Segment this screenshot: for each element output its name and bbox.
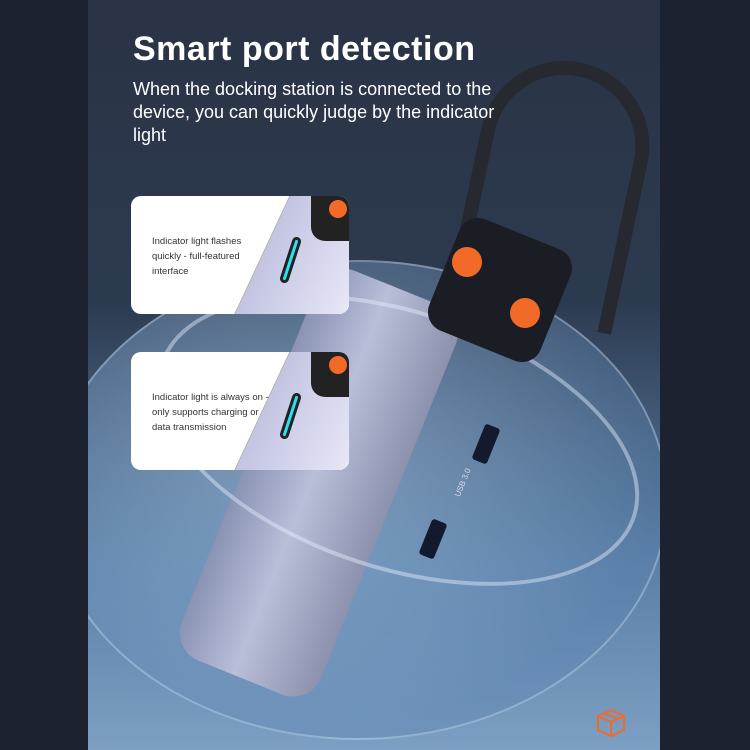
indicator-card-flashing: Indicator light flashes quickly - full-f… <box>131 196 349 314</box>
card-text: Indicator light flashes quickly - full-f… <box>152 236 242 277</box>
cable-grommet <box>510 298 540 328</box>
box-icon <box>597 708 625 738</box>
subtitle: When the docking station is connected to… <box>133 79 495 145</box>
product-backdrop <box>88 0 660 750</box>
indicator-card-steady: Indicator light is always on - only supp… <box>131 352 349 470</box>
card-text: Indicator light is always on - only supp… <box>152 392 269 433</box>
headline: Smart port detection <box>133 30 476 68</box>
cable-grommet <box>452 247 482 277</box>
